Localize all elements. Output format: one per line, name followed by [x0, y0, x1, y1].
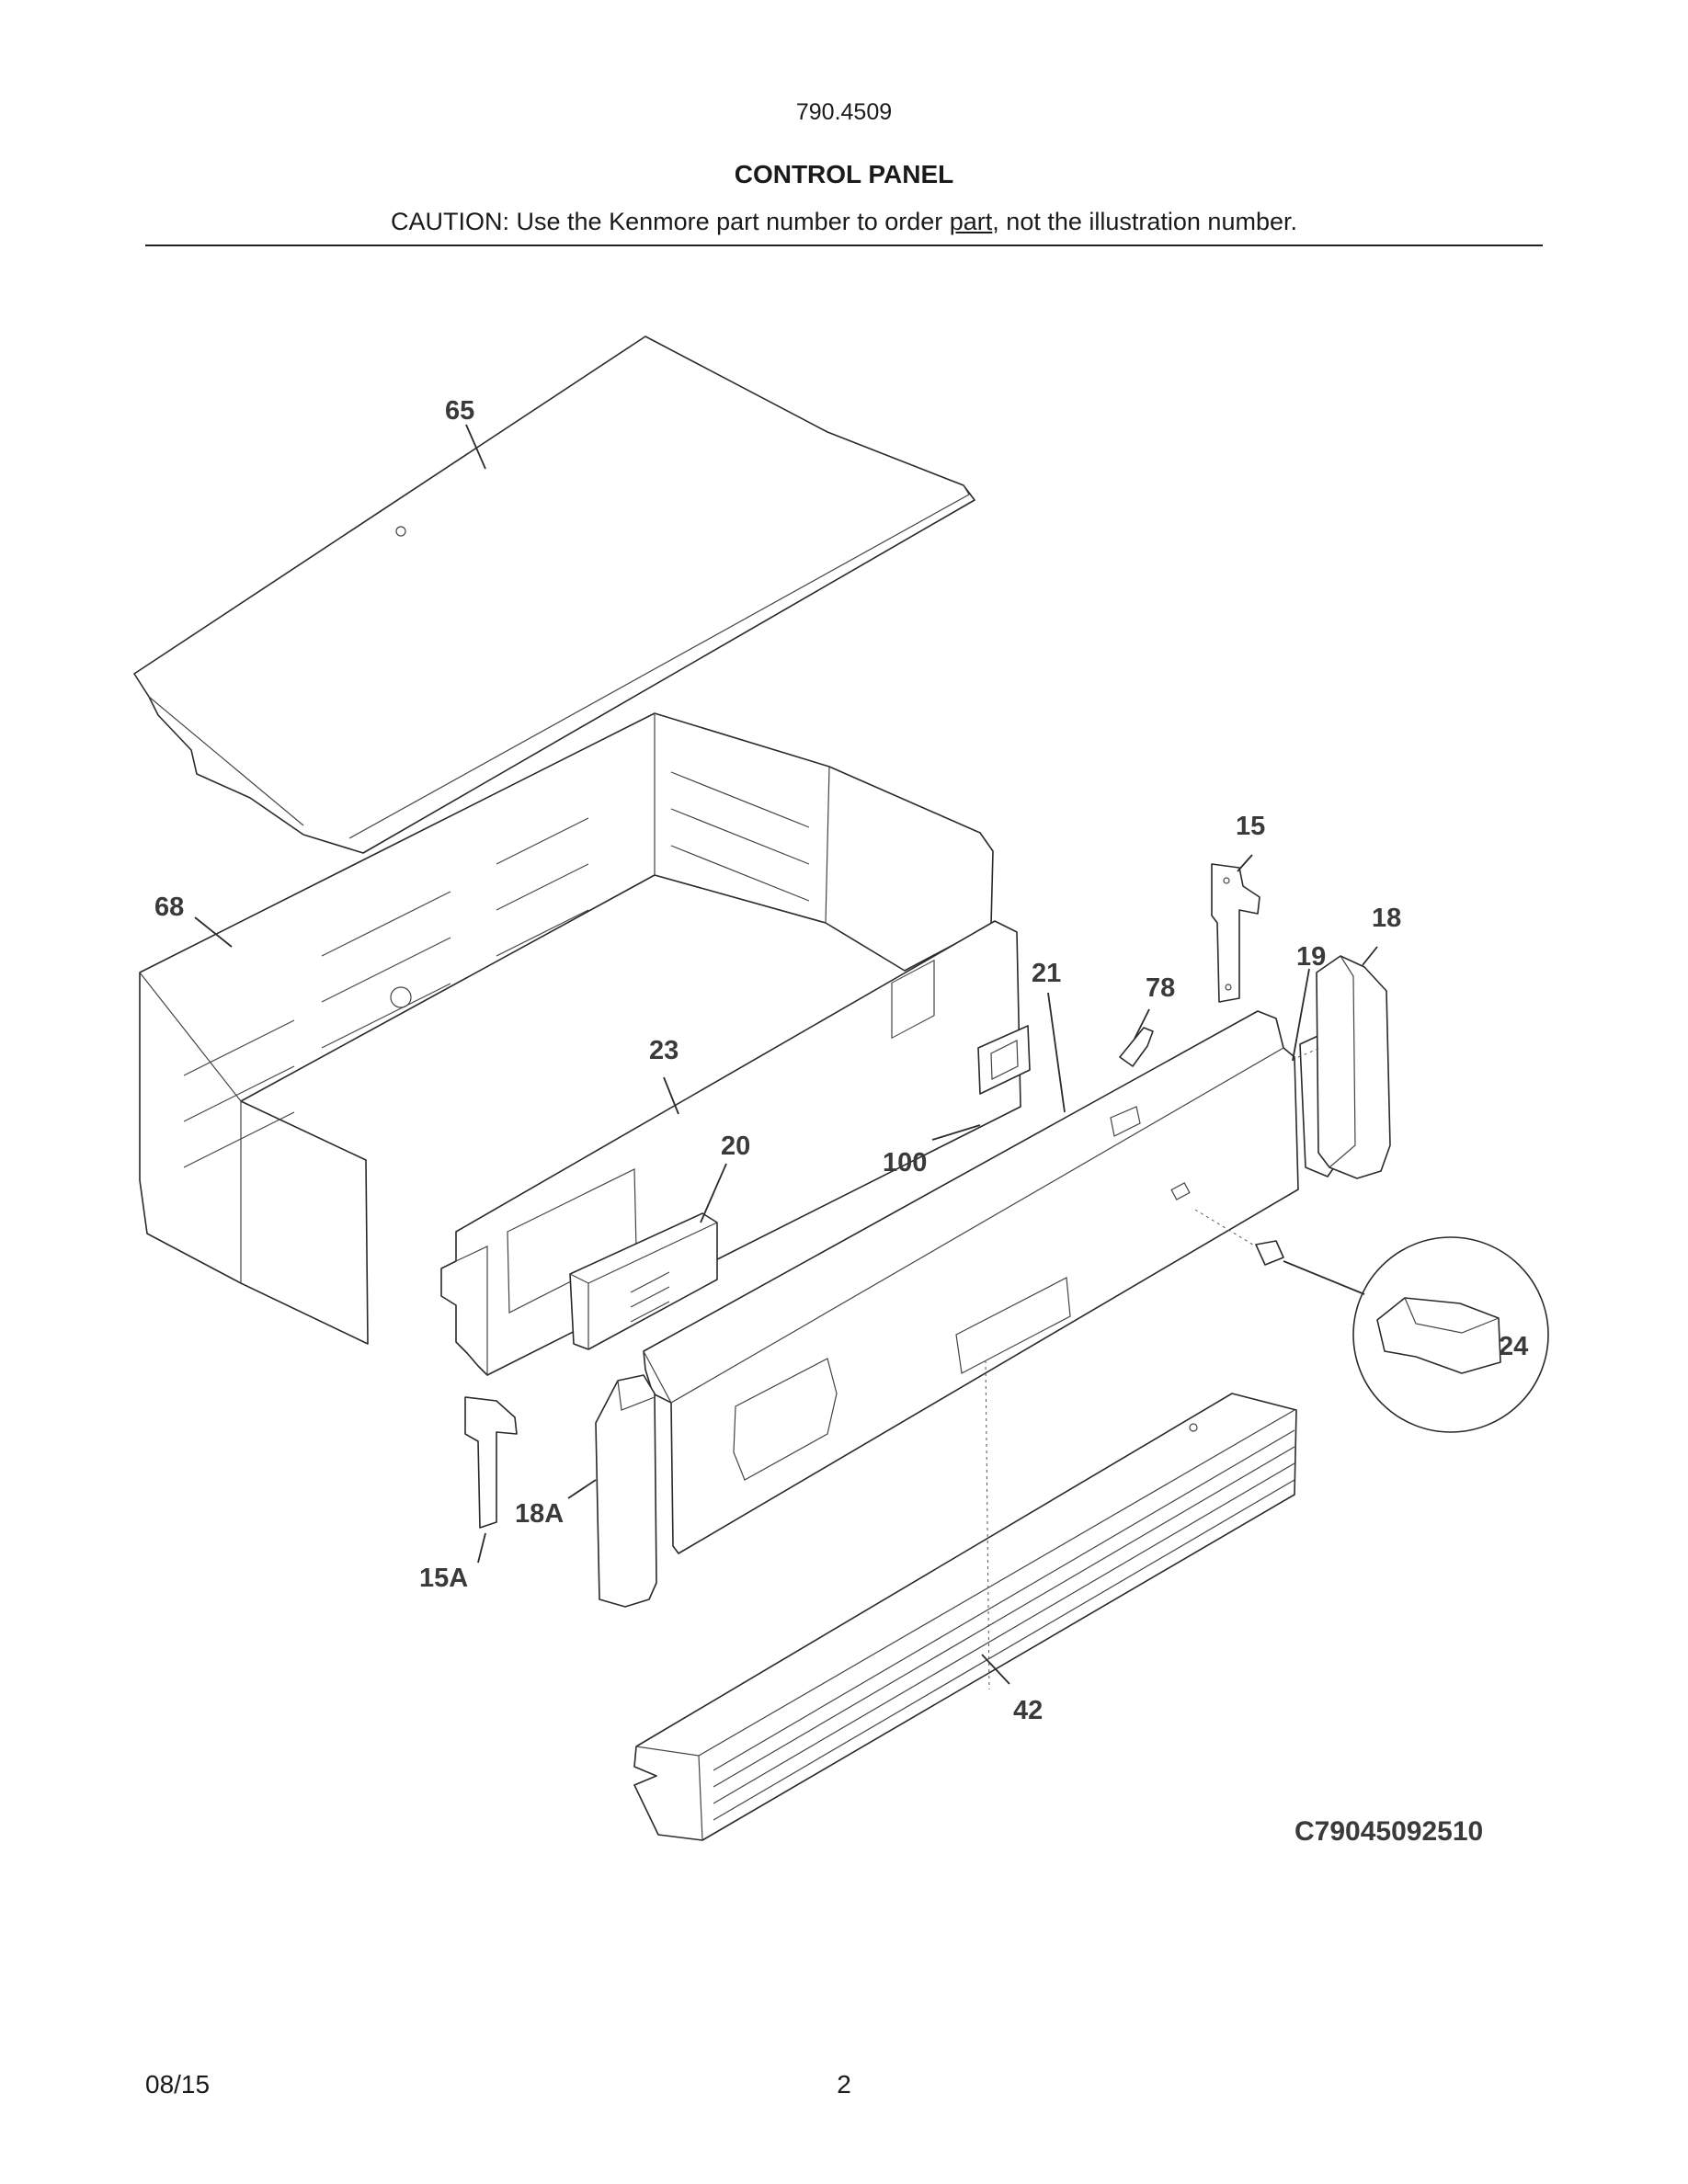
callout-23: 23 — [649, 1036, 679, 1065]
part-18-right-end-cap — [1316, 955, 1391, 1179]
callout-65: 65 — [445, 396, 474, 426]
footer-date: 08/15 — [145, 2070, 211, 2099]
callout-78: 78 — [1146, 973, 1175, 1003]
callout-100: 100 — [883, 1148, 927, 1177]
callout-15: 15 — [1236, 812, 1265, 841]
panel-display-window — [955, 1277, 1071, 1374]
part-15-right-bracket — [1211, 863, 1260, 1003]
model-number: 790.4509 — [795, 99, 893, 125]
callout-19: 19 — [1296, 942, 1326, 972]
header-rule — [145, 245, 1543, 246]
part-24-switch-inset — [1255, 1236, 1549, 1433]
page-title: CONTROL PANEL — [734, 160, 954, 188]
caution-part-link[interactable]: part — [949, 208, 993, 235]
callout-leader-lines — [194, 424, 1378, 1685]
callout-24: 24 — [1499, 1332, 1528, 1361]
part-20-electronic-control — [569, 1212, 718, 1350]
part-100-gasket — [977, 1025, 1031, 1095]
caution-note: CAUTION: Use the Kenmore part number to … — [0, 208, 1688, 236]
part-15a-left-bracket — [464, 1396, 518, 1529]
caution-text-end: , not the illustration number. — [992, 208, 1297, 235]
part-78-connector — [1119, 1027, 1154, 1067]
callout-18a: 18A — [515, 1499, 564, 1529]
figure-code: C79045092510 — [1295, 1816, 1483, 1847]
part-68-housing — [139, 712, 994, 1345]
part-18a-left-end-cap — [595, 1374, 657, 1608]
caution-text-start: CAUTION: Use the Kenmore part number to … — [391, 208, 950, 235]
callout-15a: 15A — [419, 1564, 468, 1593]
callout-18: 18 — [1372, 904, 1401, 933]
panel-oval-cutout — [733, 1358, 838, 1481]
part-42-trim-rail — [633, 1393, 1297, 1841]
page-number: 2 — [837, 2070, 851, 2099]
callout-42: 42 — [1013, 1696, 1043, 1725]
panel-badge — [1110, 1106, 1141, 1137]
callout-68: 68 — [154, 893, 184, 922]
part-65-top-cover — [133, 336, 975, 854]
housing-vent-slots — [183, 771, 810, 1168]
callout-20: 20 — [721, 1132, 750, 1161]
callout-21: 21 — [1032, 959, 1061, 988]
